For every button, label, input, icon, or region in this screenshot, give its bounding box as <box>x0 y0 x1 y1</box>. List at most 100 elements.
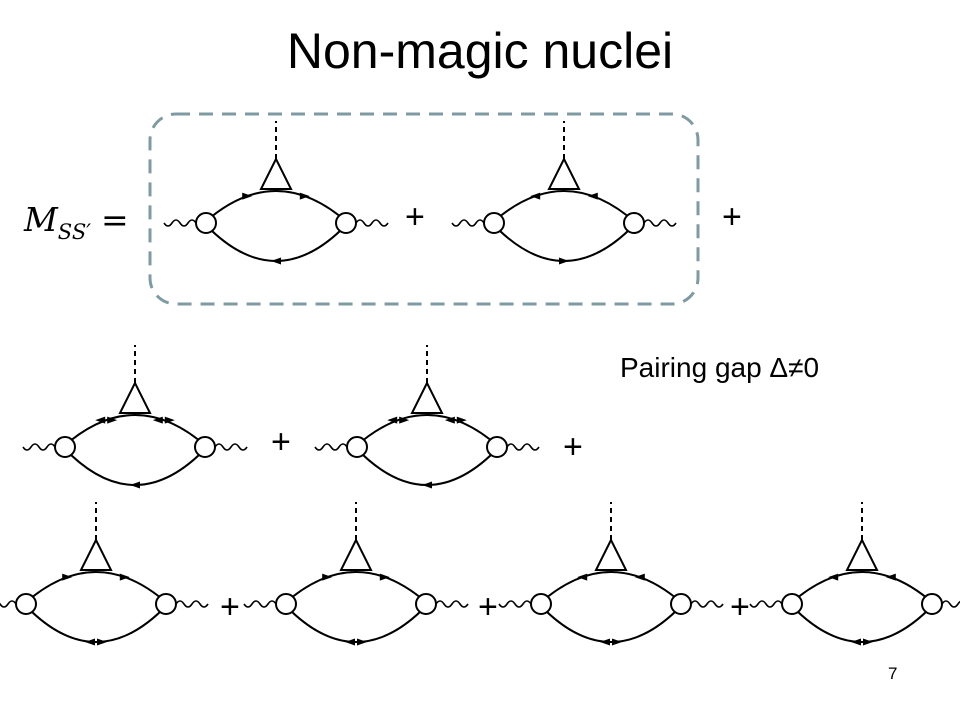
plus-sign-5: + <box>220 588 240 626</box>
diagram-6 <box>243 502 469 646</box>
arrow-top-1 <box>577 573 588 581</box>
wavy-line-left <box>163 219 197 227</box>
arrow-top-2 <box>379 573 390 581</box>
vertex-triangle <box>547 156 581 190</box>
right-vertex-circle <box>194 436 216 458</box>
propagator-bottom <box>354 446 500 486</box>
arrow-top-1-left <box>95 416 106 424</box>
left-vertex-circle <box>275 593 297 615</box>
arrow-bottom-1 <box>271 257 281 265</box>
plus-sign-6: + <box>478 588 498 626</box>
arrow-top-1 <box>530 192 541 200</box>
left-vertex-circle <box>15 593 37 615</box>
arrow-bottom-1 <box>559 257 569 265</box>
arrow-top-1 <box>62 573 73 581</box>
pairing-gap-caption: Pairing gap Δ≠0 <box>620 352 820 383</box>
propagator-top <box>283 571 429 605</box>
arrow-bottom-1-right <box>612 638 622 646</box>
wavy-line-left <box>314 443 348 451</box>
left-vertex-circle <box>781 593 803 615</box>
vertex-triangle <box>594 537 628 571</box>
propagator-top <box>789 571 935 605</box>
right-vertex-circle <box>335 212 357 234</box>
wavy-line-left <box>22 443 56 451</box>
equals-sign: = <box>100 200 129 239</box>
vertex-triangle <box>118 380 152 414</box>
m-subscript: SS′ <box>57 220 91 244</box>
dashed-selection-box <box>148 112 700 306</box>
diagram-7 <box>498 502 724 646</box>
propagator-bottom <box>283 603 429 643</box>
arrow-top-1 <box>828 573 839 581</box>
vertex-triangle <box>845 537 879 571</box>
arrow-bottom-1-left <box>345 638 355 646</box>
propagator-bottom <box>491 222 637 262</box>
wavy-line-right <box>690 600 724 608</box>
arrow-bottom-1-left <box>851 638 861 646</box>
left-vertex-circle <box>530 593 552 615</box>
propagator-top <box>203 190 349 224</box>
propagator-bottom <box>23 603 169 643</box>
diagram-8 <box>749 502 960 646</box>
diagram-2 <box>451 121 677 265</box>
propagator-top <box>538 571 684 605</box>
diagram-1 <box>163 121 389 265</box>
wavy-line-right <box>435 600 469 608</box>
wavy-line-right <box>214 443 248 451</box>
arrow-bottom-1-right <box>863 638 873 646</box>
arrow-bottom-1 <box>422 481 432 489</box>
right-vertex-circle <box>623 212 645 234</box>
plus-sign-4: + <box>563 428 583 466</box>
arrow-top-2-right <box>456 416 467 424</box>
left-vertex-circle <box>54 436 76 458</box>
right-vertex-circle <box>486 436 508 458</box>
arrow-top-1-left <box>387 416 398 424</box>
propagator-top <box>62 414 208 448</box>
diagram-4 <box>314 345 540 489</box>
wavy-line-left <box>498 600 532 608</box>
plus-sign-3: + <box>271 423 291 461</box>
m-ss-prime-symbol: MSS′ = <box>24 203 129 243</box>
diagram-3 <box>22 345 248 489</box>
arrow-bottom-1 <box>130 481 140 489</box>
arrow-top-1-right <box>399 416 410 424</box>
wavy-line-left <box>749 600 783 608</box>
arrow-top-1 <box>242 192 253 200</box>
arrow-top-2 <box>299 192 310 200</box>
diagram-5 <box>0 502 209 646</box>
arrow-top-1 <box>322 573 333 581</box>
propagator-bottom <box>789 603 935 643</box>
wavy-line-left <box>0 600 17 608</box>
arrow-top-2 <box>634 573 645 581</box>
right-vertex-circle <box>921 593 943 615</box>
wavy-line-right <box>175 600 209 608</box>
wavy-line-left <box>243 600 277 608</box>
propagator-top <box>23 571 169 605</box>
vertex-triangle <box>339 537 373 571</box>
arrow-top-2-left <box>152 416 163 424</box>
right-vertex-circle <box>670 593 692 615</box>
right-vertex-circle <box>415 593 437 615</box>
propagator-bottom <box>538 603 684 643</box>
arrow-bottom-1-left <box>600 638 610 646</box>
arrow-top-2-left <box>444 416 455 424</box>
propagator-top <box>491 190 637 224</box>
left-vertex-circle <box>195 212 217 234</box>
propagator-bottom <box>203 222 349 262</box>
arrow-top-2-right <box>164 416 175 424</box>
arrow-bottom-1-left <box>85 638 95 646</box>
vertex-triangle <box>410 380 444 414</box>
left-vertex-circle <box>346 436 368 458</box>
plus-sign-2: + <box>722 198 742 236</box>
arrow-top-2 <box>885 573 896 581</box>
vertex-triangle <box>259 156 293 190</box>
wavy-line-left <box>451 219 485 227</box>
arrow-bottom-1-right <box>357 638 367 646</box>
right-vertex-circle <box>155 593 177 615</box>
plus-sign-7: + <box>730 588 750 626</box>
m-symbol: M <box>24 200 58 239</box>
wavy-line-right <box>355 219 389 227</box>
arrow-top-1-right <box>107 416 118 424</box>
propagator-bottom <box>62 446 208 486</box>
